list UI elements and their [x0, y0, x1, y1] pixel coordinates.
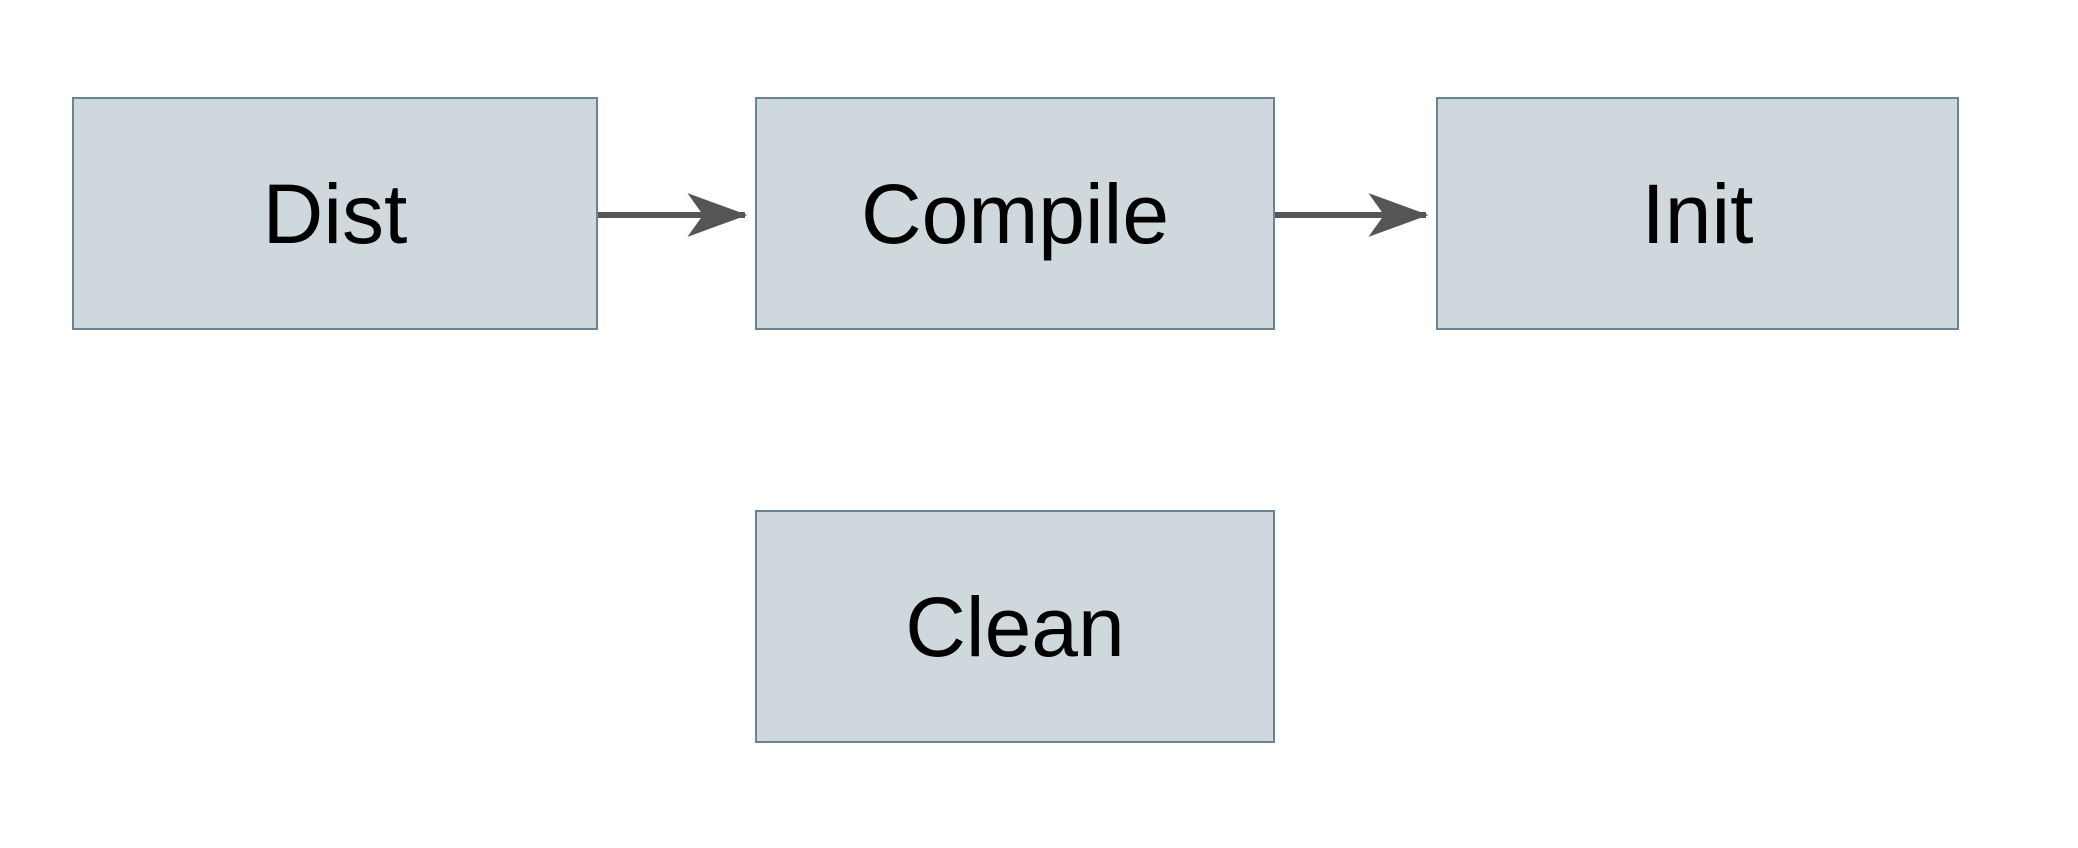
node-clean[interactable]: Clean	[755, 510, 1275, 743]
node-dist-label: Dist	[262, 166, 408, 261]
node-dist[interactable]: Dist	[72, 97, 598, 330]
node-clean-label: Clean	[905, 579, 1125, 674]
node-compile[interactable]: Compile	[755, 97, 1275, 330]
node-compile-label: Compile	[860, 166, 1170, 261]
node-init-label: Init	[1641, 166, 1754, 261]
node-init[interactable]: Init	[1436, 97, 1959, 330]
